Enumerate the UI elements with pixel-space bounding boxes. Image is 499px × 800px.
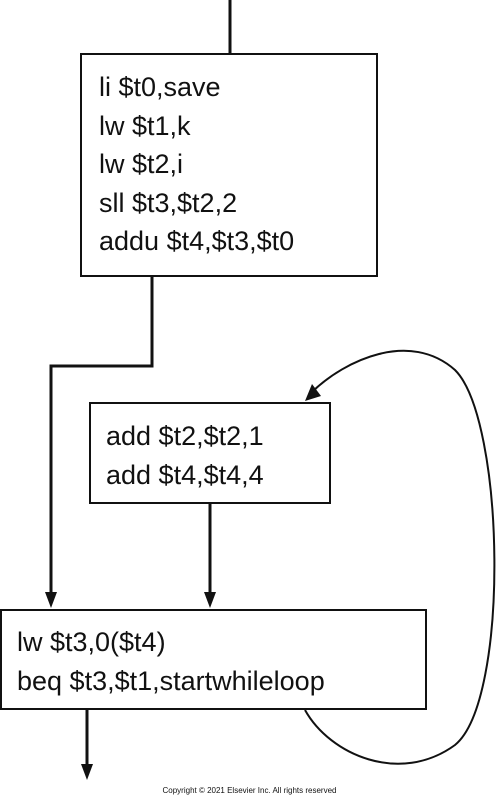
arrowhead-entry-to-loop-test <box>45 592 57 608</box>
edge-loop-test-to-loop-body <box>304 349 496 765</box>
instruction-line: sll $t3,$t2,2 <box>99 187 238 218</box>
copyright-notice: Copyright © 2021 Elsevier Inc. All right… <box>162 786 337 795</box>
instruction-line: addu $t4,$t3,$t0 <box>99 226 295 256</box>
instruction-line: add $t4,$t4,4 <box>106 459 264 490</box>
arrowhead-loop-body-to-loop-test <box>204 592 216 608</box>
block-loop-test: lw $t3,0($t4) beq $t3,$t1,startwhileloop <box>0 609 427 710</box>
arrowhead-loop-test-to-loop-body <box>305 384 321 401</box>
instruction-line: li $t0,save <box>99 72 221 102</box>
instruction-line: beq $t3,$t1,startwhileloop <box>17 665 325 696</box>
block-loop-body: add $t2,$t2,1 add $t4,$t4,4 <box>89 402 331 504</box>
arrowhead-exit <box>81 764 93 780</box>
block-entry: li $t0,save lw $t1,k lw $t2,i sll $t3,$t… <box>80 53 378 277</box>
instruction-line: lw $t2,i <box>99 149 184 179</box>
edge-entry-to-loop-test <box>49 277 154 599</box>
instruction-line: add $t2,$t2,1 <box>106 421 264 451</box>
instruction-line: lw $t1,k <box>99 110 191 141</box>
instruction-line: lw $t3,0($t4) <box>17 627 166 657</box>
